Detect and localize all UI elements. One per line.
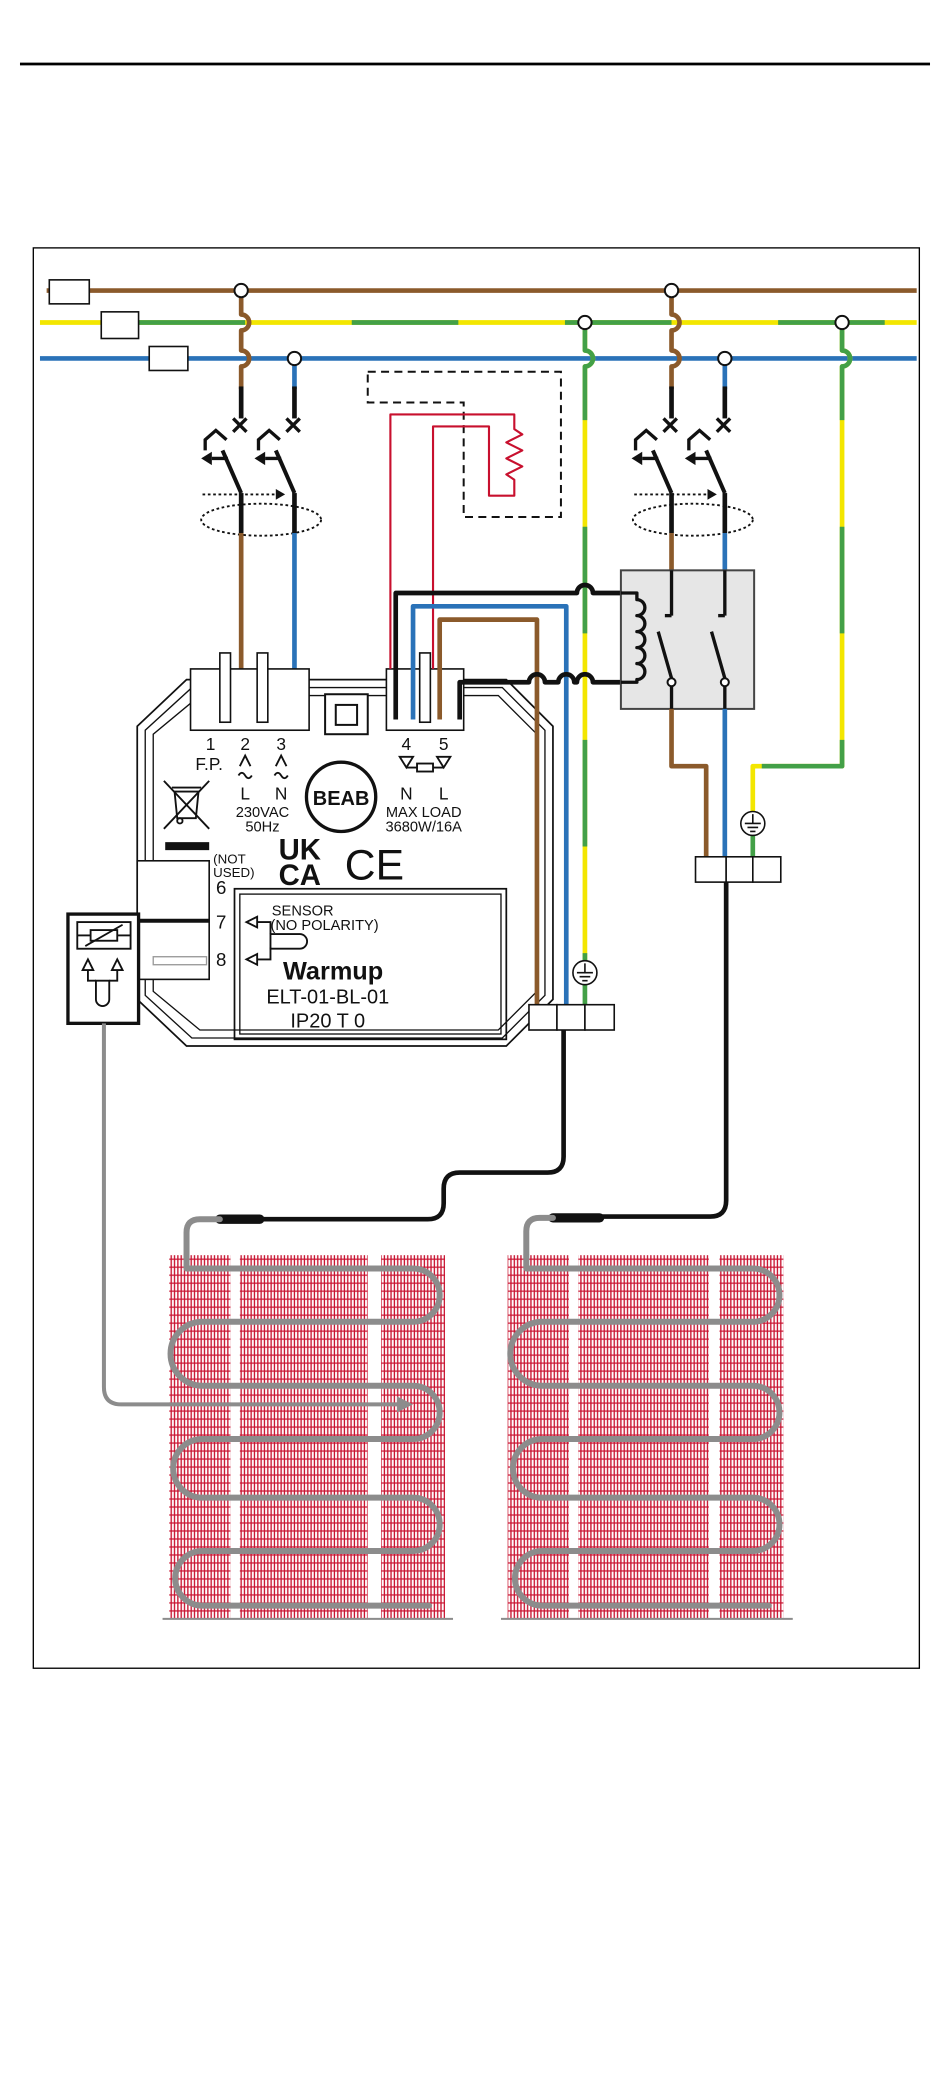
thermostat: 1 F.P. 2 L 3 N 230VAC 50Hz BEAB 4 5 N L … [137, 653, 553, 1046]
terminal-3-label: N [275, 784, 288, 804]
right-heating-mat [501, 1255, 793, 1619]
earth-fuse-box [101, 312, 138, 339]
junction-dot [665, 284, 678, 297]
terminal-1-label: F.P. [195, 754, 223, 774]
terminal-5-number: 5 [439, 734, 449, 754]
terminal-6-number: 6 [216, 877, 226, 898]
neutral-fuse-box [149, 346, 188, 370]
junction-dot [578, 316, 591, 329]
brand-logo: Warmup [283, 957, 383, 985]
model-number: ELT-01-BL-01 [266, 986, 389, 1008]
terminal-4-number: 4 [402, 734, 412, 754]
terminal-2-number: 2 [240, 734, 250, 754]
ukca-mark-line2: CA [279, 859, 321, 892]
ce-mark: CE [345, 841, 404, 889]
terminal-4-label: N [400, 784, 413, 804]
junction-dot [288, 352, 301, 365]
centre-mounting-square [325, 694, 368, 734]
max-load-heading: MAX LOAD [386, 805, 462, 821]
supply-voltage: 230VAC [236, 805, 290, 821]
terminal-1-number: 1 [206, 734, 216, 754]
supply-frequency: 50Hz [245, 819, 279, 835]
terminal-7-number: 7 [216, 912, 226, 933]
sensor-label-line1: SENSOR [272, 903, 334, 919]
beab-text: BEAB [313, 788, 370, 810]
max-load-value: 3680W/16A [385, 819, 462, 835]
junction-dot [835, 316, 848, 329]
beab-mark: BEAB [306, 762, 375, 831]
terminal-5-label: L [439, 784, 449, 804]
sensor-terminal-strip [137, 861, 209, 980]
earth-icon [573, 961, 597, 985]
junction-dot [718, 352, 731, 365]
sensor-label-line2: (NO POLARITY) [270, 918, 378, 934]
ip-rating: IP20 T 0 [290, 1010, 365, 1032]
terminal-2-label: L [240, 784, 250, 804]
right-mat-terminal-block [696, 857, 781, 882]
junction-dot [235, 284, 248, 297]
terminal-8-number: 8 [216, 949, 226, 970]
earth-icon [741, 811, 765, 835]
contactor-housing [621, 570, 754, 709]
left-mat-terminal-block [529, 1005, 614, 1030]
live-fuse-box [49, 280, 89, 304]
left-heating-mat [163, 1255, 453, 1619]
terminal-3-number: 3 [276, 734, 286, 754]
